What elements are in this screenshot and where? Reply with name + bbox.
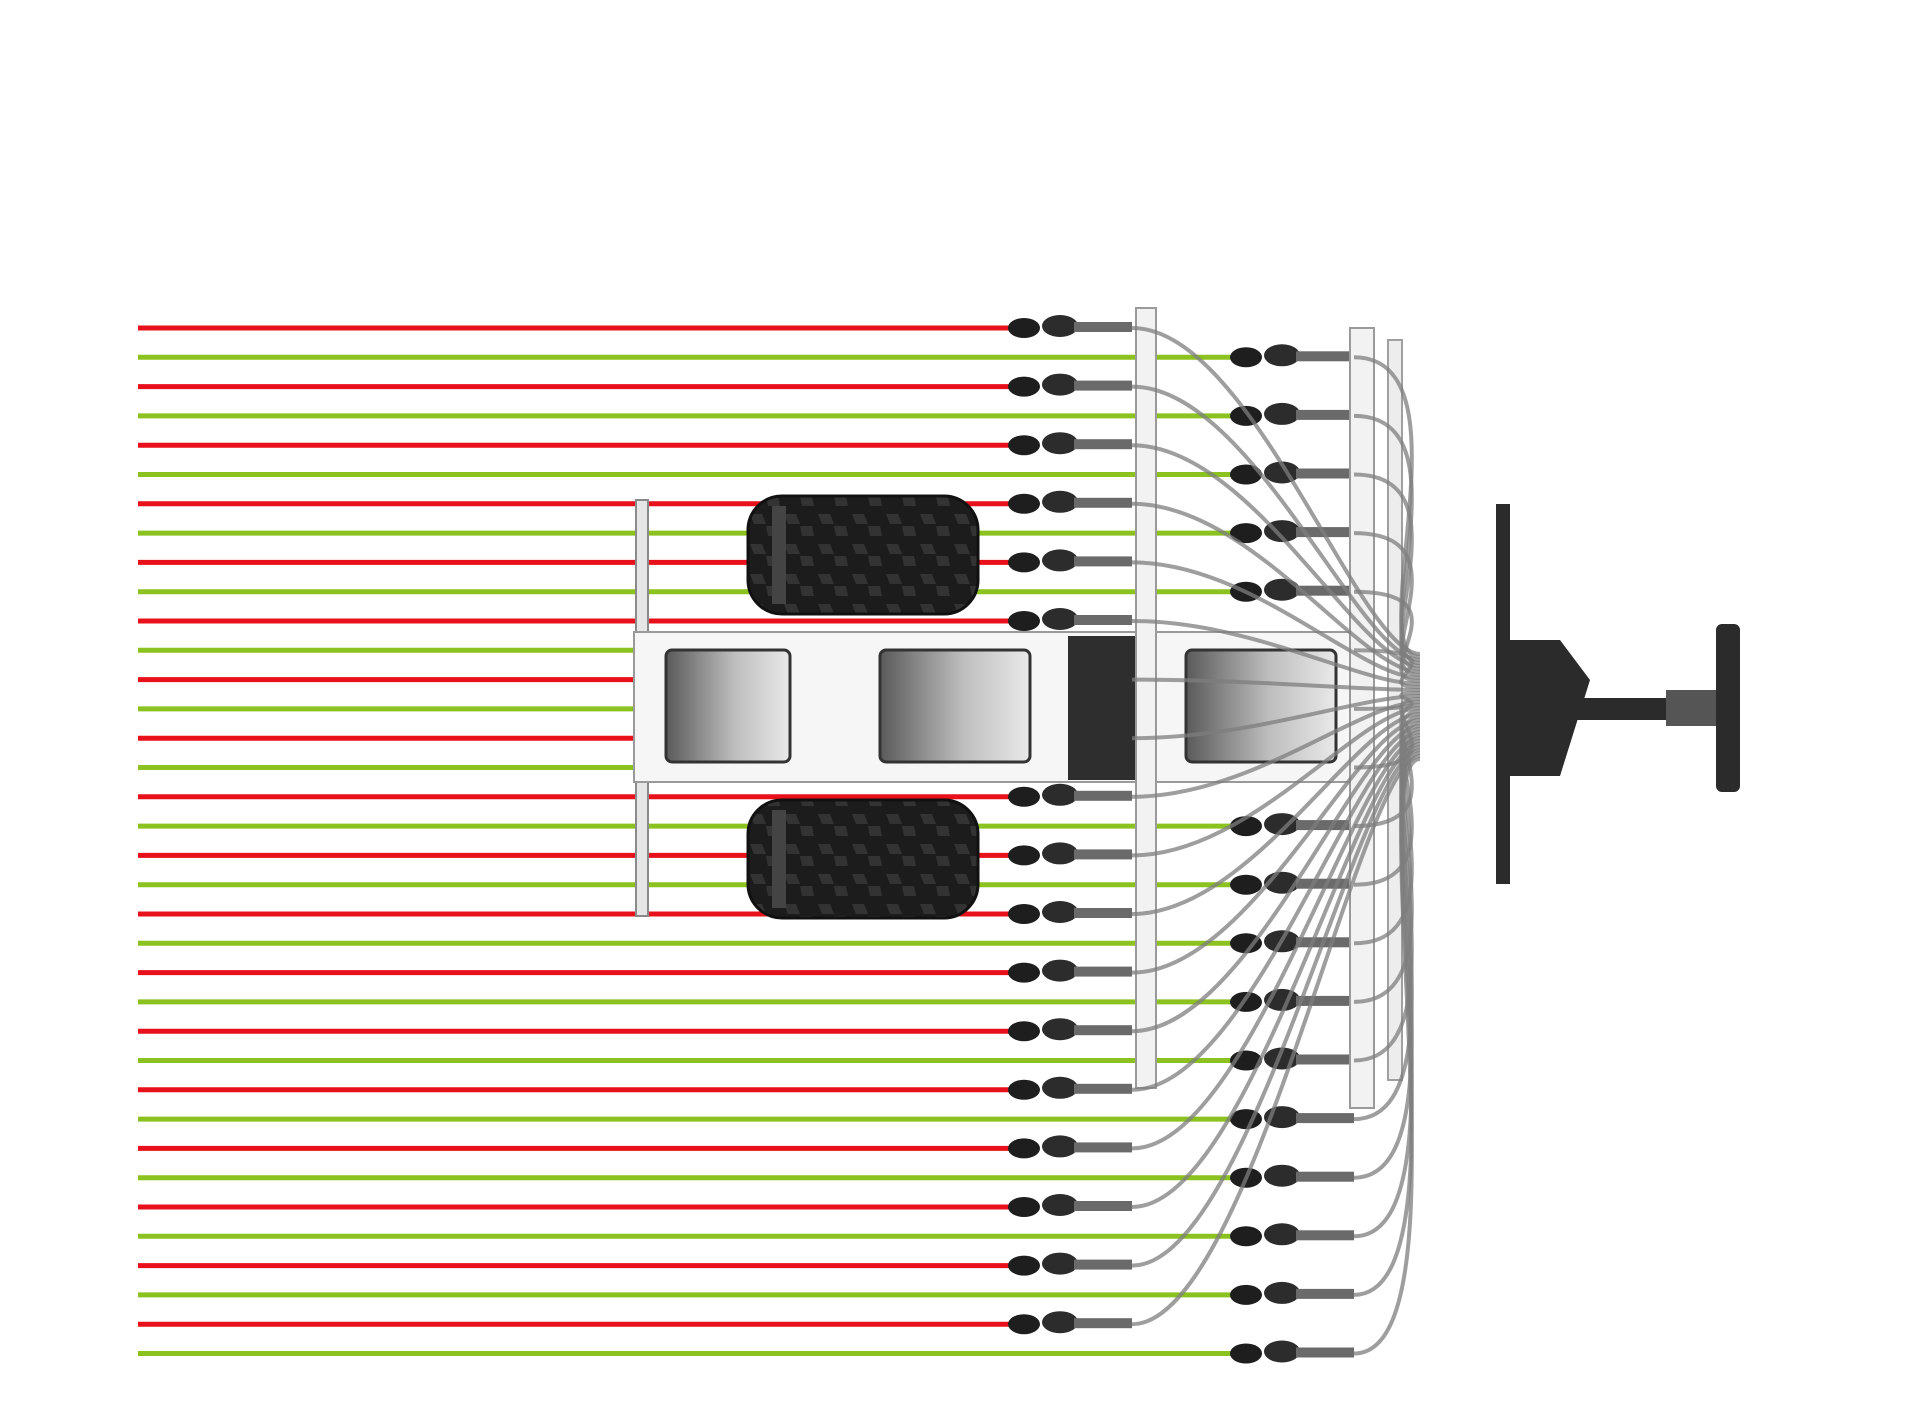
seed-hose: [1131, 443, 1421, 668]
seed-hopper-platform: [633, 631, 1375, 783]
seed-hose: [1131, 501, 1421, 674]
drawbar-hitch-icon: [1496, 504, 1740, 884]
seed-hose: [1353, 648, 1421, 689]
coulter-unit-icon: [1008, 959, 1132, 983]
coulter-unit-icon: [1230, 1223, 1354, 1247]
coulter-unit-icon: [1008, 315, 1132, 338]
coulter-unit-icon: [1230, 344, 1354, 368]
coulter-unit-icon: [1230, 1340, 1354, 1364]
seed-hose: [1131, 619, 1421, 686]
seed-hose: [1131, 677, 1421, 692]
main-frame: [1135, 307, 1403, 1109]
seed-hose: [1353, 757, 1421, 1356]
coulter-unit-icon: [1008, 432, 1132, 456]
seed-hose: [1131, 706, 1421, 858]
coulter-unit-icon: [1008, 549, 1132, 573]
seed-hose: [1131, 694, 1421, 741]
coulter-unit-icon: [1008, 490, 1132, 514]
seed-hose: [1131, 326, 1421, 656]
seed-hose: [1353, 531, 1421, 677]
seed-hoses: [1131, 326, 1421, 1356]
seed-hose: [1131, 700, 1421, 799]
coulter-unit-icon: [1008, 842, 1132, 866]
coulter-unit-icon: [1230, 520, 1354, 544]
coulter-unit-icon: [1008, 783, 1132, 807]
seed-hose: [1131, 560, 1421, 680]
seed-hose: [1131, 748, 1421, 1268]
coulter-unit-icon: [1008, 1018, 1132, 1042]
coulter-unit-icon: [1008, 373, 1132, 397]
coulter-unit-icon: [1008, 901, 1132, 924]
drill-frame: [633, 307, 1740, 1356]
seed-hose: [1131, 384, 1421, 662]
seed-hose: [1131, 742, 1421, 1209]
seed-hose: [1131, 736, 1421, 1151]
tire-icon: [746, 494, 980, 616]
seed-hose: [1131, 754, 1421, 1327]
coulter-unit-icon: [1008, 1252, 1132, 1276]
coulter-unit-icon: [1008, 1194, 1132, 1217]
seed-hose: [1131, 724, 1421, 1034]
tire-icon: [746, 798, 980, 920]
seed-hose: [1131, 712, 1421, 916]
seed-hopper-icon: [1184, 648, 1338, 764]
seed-hose: [1353, 715, 1421, 946]
coulter-unit-icon: [1008, 1311, 1132, 1335]
seed-hose: [1131, 718, 1421, 975]
seed-hopper-icon: [664, 648, 792, 764]
seed-hose: [1131, 730, 1421, 1092]
coulter-unit-icon: [1008, 1135, 1132, 1159]
coulter-unit-icon: [1008, 1076, 1132, 1100]
seed-hopper-icon: [878, 648, 1032, 764]
coulter-unit-icon: [1008, 608, 1132, 631]
coulter-unit-icon: [1230, 1281, 1354, 1305]
